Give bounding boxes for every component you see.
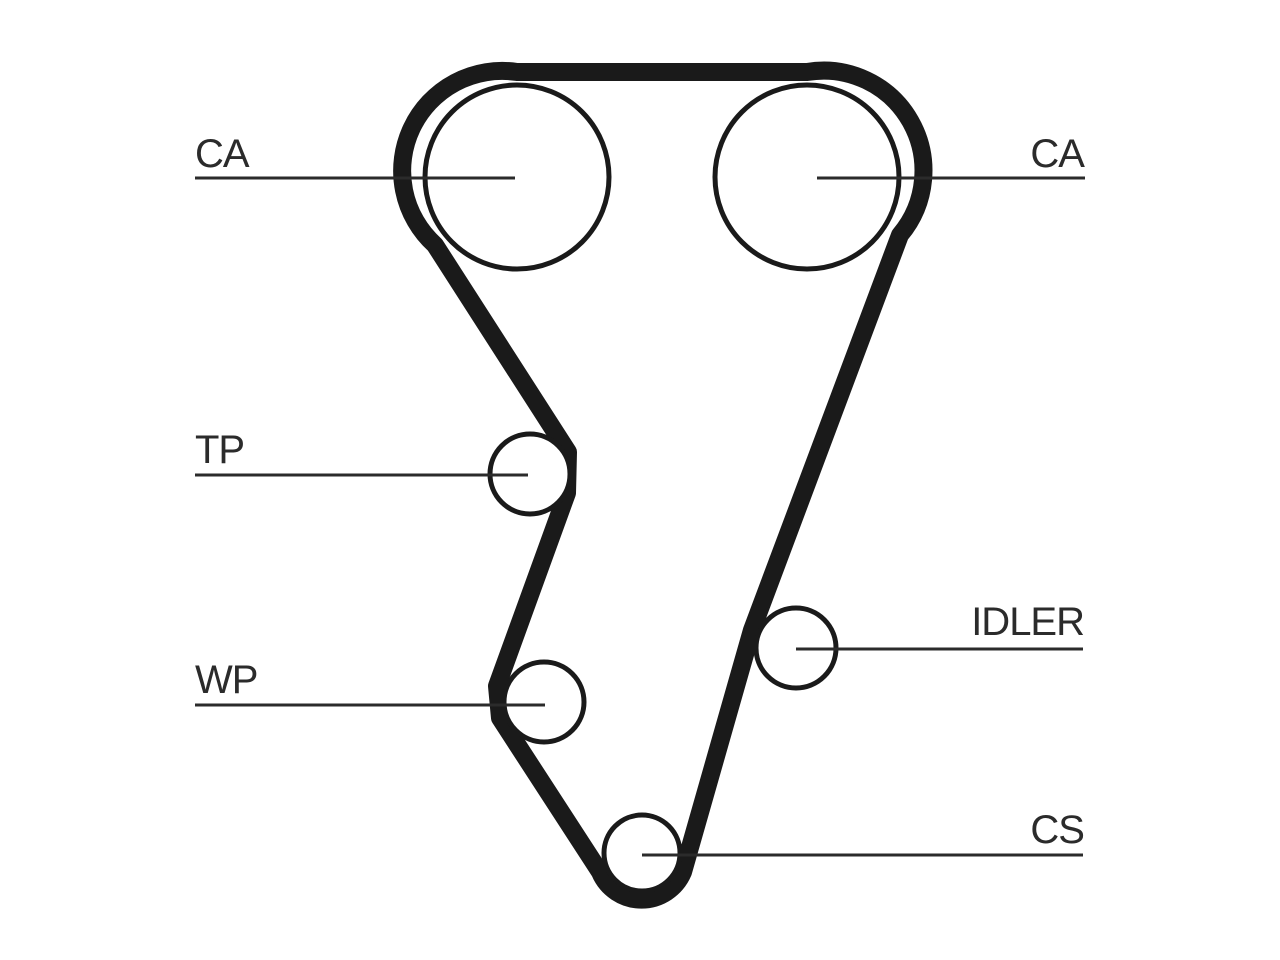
label-ca-left: CA: [195, 132, 250, 176]
label-ca-right: CA: [1030, 132, 1085, 176]
label-wp: WP: [195, 658, 257, 702]
timing-belt: [393, 61, 933, 909]
label-cs: CS: [1030, 808, 1084, 852]
label-tp: TP: [195, 428, 244, 472]
water-pump-pulley: [501, 659, 587, 745]
crankshaft-pulley: [601, 812, 683, 894]
label-idler: IDLER: [971, 600, 1084, 644]
